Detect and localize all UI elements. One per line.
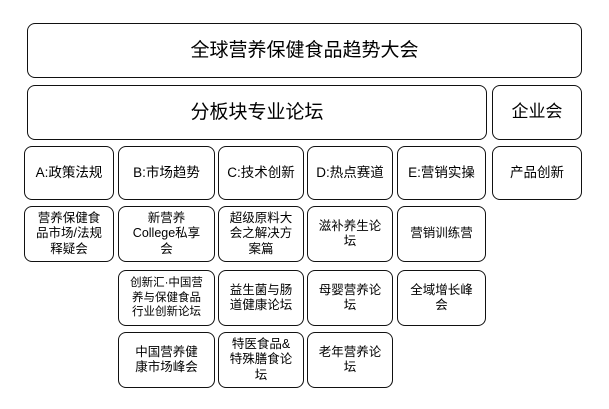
node-forum-section-header: 分板块专业论坛 <box>27 85 487 140</box>
node-forum-tonic-wellness: 滋补养生论 坛 <box>307 206 393 262</box>
node-forum-elderly-nutrition: 老年营养论 坛 <box>307 332 393 388</box>
node-forum-super-ingredients: 超级原料大 会之解决方 案篇 <box>218 206 304 262</box>
node-track-a-policy: A:政策法规 <box>24 146 114 200</box>
node-track-product-innovation: 产品创新 <box>492 146 582 200</box>
node-forum-market-regulation: 营养保健食 品市场/法规 释疑会 <box>24 206 114 262</box>
node-forum-china-market-summit: 中国营养健 康市场峰会 <box>118 332 215 388</box>
node-conference-title: 全球营养保健食品趋势大会 <box>27 23 582 78</box>
node-track-e-marketing: E:营销实操 <box>397 146 486 200</box>
node-forum-maternal-infant: 母婴营养论 坛 <box>307 270 393 326</box>
node-forum-probiotics-gut: 益生菌与肠 道健康论坛 <box>218 270 304 326</box>
node-track-d-hot-sectors: D:热点赛道 <box>307 146 393 200</box>
node-enterprise-meeting: 企业会 <box>492 85 582 140</box>
node-track-b-market: B:市场趋势 <box>118 146 215 200</box>
node-forum-innovation-hub: 创新汇·中国营 养与保健食品 行业创新论坛 <box>118 270 215 326</box>
node-forum-college-private: 新营养 College私享 会 <box>118 206 215 262</box>
node-forum-fsmp-special-diet: 特医食品& 特殊膳食论 坛 <box>218 332 304 388</box>
node-forum-omni-growth: 全域增长峰 会 <box>397 270 486 326</box>
node-forum-marketing-camp: 营销训练营 <box>397 206 486 262</box>
node-track-c-technology: C:技术创新 <box>218 146 304 200</box>
